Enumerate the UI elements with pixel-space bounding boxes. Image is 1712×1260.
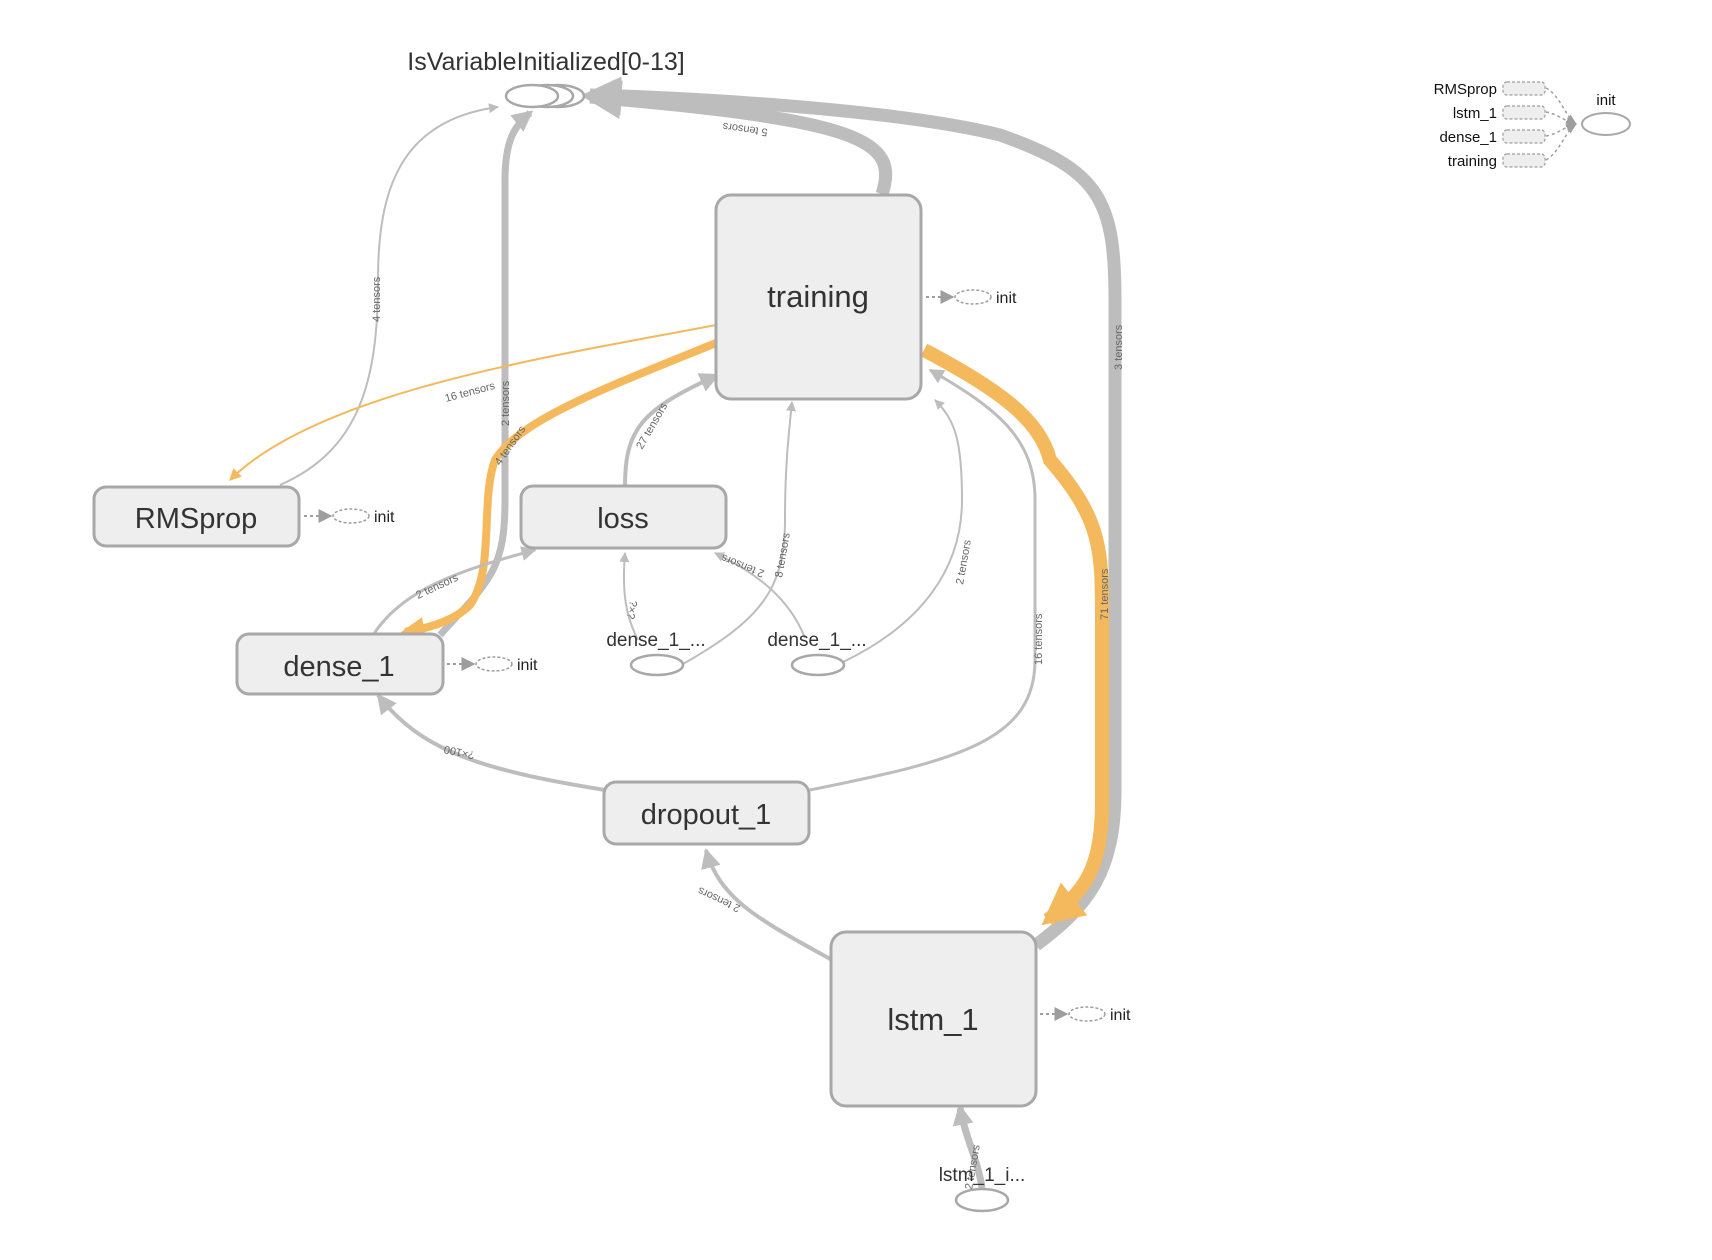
edge-label-dense-to-loss: 2 tensors [414,572,461,602]
edge-lstm-input-to-lstm[interactable] [952,1103,986,1189]
training-init-label: init [996,290,1017,307]
edge-label-training-to-isvar: 5 tensors [721,120,768,138]
edge-label-dense-in-a-to-loss: ?×? [624,599,639,619]
legend-box-dense[interactable] [1502,129,1546,144]
dense-input-b-label: dense_1_... [767,630,866,651]
edge-label-dropout-to-dense: ?×100 [443,743,476,761]
edge-label-dense-in-b-to-loss: 2 tensors [719,551,766,579]
legend-box-rmsprop[interactable] [1502,81,1546,96]
legend-item-rmsprop: RMSprop [1434,81,1497,98]
legend-item-dense: dense_1 [1439,129,1497,146]
edge-loss-to-training[interactable] [623,373,720,488]
legend-dep-dense [1545,120,1578,137]
training-init-dep[interactable]: init [926,289,1017,307]
legend-target-label: init [1596,92,1616,109]
edge-label-lstm-to-isvar: 3 tensors [1113,324,1125,370]
edge-lstm-to-isvar[interactable] [582,76,1122,951]
edge-label-training-to-lstm: 71 tensors [1099,568,1111,620]
edge-training-to-dense[interactable] [400,339,718,641]
lstm-input-node[interactable]: lstm_1_i... [939,1165,1026,1213]
edge-dense-to-loss[interactable] [370,546,537,638]
init-legend: RMSprop lstm_1 dense_1 training init [1434,81,1631,170]
training-init-ellipse [954,289,992,305]
legend-dep-training [1545,123,1577,161]
lstm-box [829,930,1038,1108]
loss-box [519,484,728,550]
loss-node[interactable]: loss [519,484,728,550]
loss-label: loss [597,503,649,535]
edge-training-to-lstm[interactable] [920,343,1109,926]
edge-label-training-to-rmsprop: 16 tensors [444,380,497,405]
edge-label-training-to-dense: 4 tensors [493,423,529,467]
lstm-label: lstm_1 [887,1002,978,1037]
training-node[interactable]: training [714,193,923,401]
edge-rmsprop-to-isvar[interactable] [279,103,499,486]
dense-node[interactable]: dense_1 [235,632,445,696]
edge-training-to-rmsprop[interactable] [229,324,717,481]
training-box [714,193,923,401]
dropout-node[interactable]: dropout_1 [602,780,811,846]
lstm-node[interactable]: lstm_1 [829,930,1038,1108]
legend-dep-lstm [1545,111,1578,128]
legend-item-lstm: lstm_1 [1453,105,1497,122]
edge-lstm-to-dropout[interactable] [701,848,833,962]
dense-box [235,632,445,696]
rmsprop-init-dep[interactable]: init [304,508,395,526]
dense-input-a-ellipse [629,653,685,677]
legend-item-training: training [1448,153,1497,170]
edge-label-dense-in-b-to-training: 2 tensors [954,538,974,585]
edge-label-rmsprop-to-isvar: 4 tensors [371,276,383,322]
rmsprop-label: RMSprop [135,503,258,535]
dense-input-a-label: dense_1_... [606,630,705,651]
legend-box-lstm[interactable] [1502,105,1546,120]
rmsprop-node[interactable]: RMSprop [92,485,301,548]
edge-label-dropout-to-training: 16 tensors [1033,613,1045,665]
dense-input-b-node[interactable]: dense_1_... [767,630,867,677]
edge-dense-in-b-to-loss[interactable] [714,552,806,639]
rmsprop-init-ellipse [332,508,370,524]
edge-dense-in-a-to-training[interactable] [682,401,797,665]
legend-box-training[interactable] [1502,153,1546,168]
dense-init-dep[interactable]: init [447,656,538,674]
edge-dropout-to-dense[interactable] [376,693,606,792]
lstm-init-label: init [1110,1007,1131,1024]
isvar-label: IsVariableInitialized[0-13] [407,48,684,76]
edge-label-dense-in-a-to-training: 8 tensors [773,531,793,578]
isvar-ellipse-1 [504,83,560,109]
edge-dense-in-b-to-training[interactable] [842,399,964,663]
dense-init-label: init [517,657,538,674]
lstm-init-dep[interactable]: init [1040,1006,1131,1024]
rmsprop-init-label: init [374,509,395,526]
lstm-input-ellipse [954,1187,1010,1213]
edge-label-dense-to-isvar: 2 tensors [500,380,512,426]
training-label: training [767,279,869,314]
dense-init-ellipse [475,656,513,672]
legend-target-ellipse[interactable] [1581,112,1631,136]
lstm-input-label: lstm_1_i... [939,1165,1026,1186]
edge-dropout-to-training[interactable] [809,368,1037,792]
rmsprop-box [92,485,301,548]
dropout-label: dropout_1 [641,799,772,831]
legend-dep-rmsprop [1545,87,1577,125]
dense-input-b-ellipse [790,653,846,677]
dense-label: dense_1 [283,651,394,683]
edge-dense-in-a-to-loss[interactable] [619,552,639,641]
dense-input-a-node[interactable]: dense_1_... [606,630,706,677]
lstm-init-ellipse [1068,1006,1106,1022]
isvar-node[interactable]: IsVariableInitialized[0-13] [407,48,685,109]
edge-training-to-isvar[interactable] [582,80,893,197]
dropout-box [602,780,811,846]
